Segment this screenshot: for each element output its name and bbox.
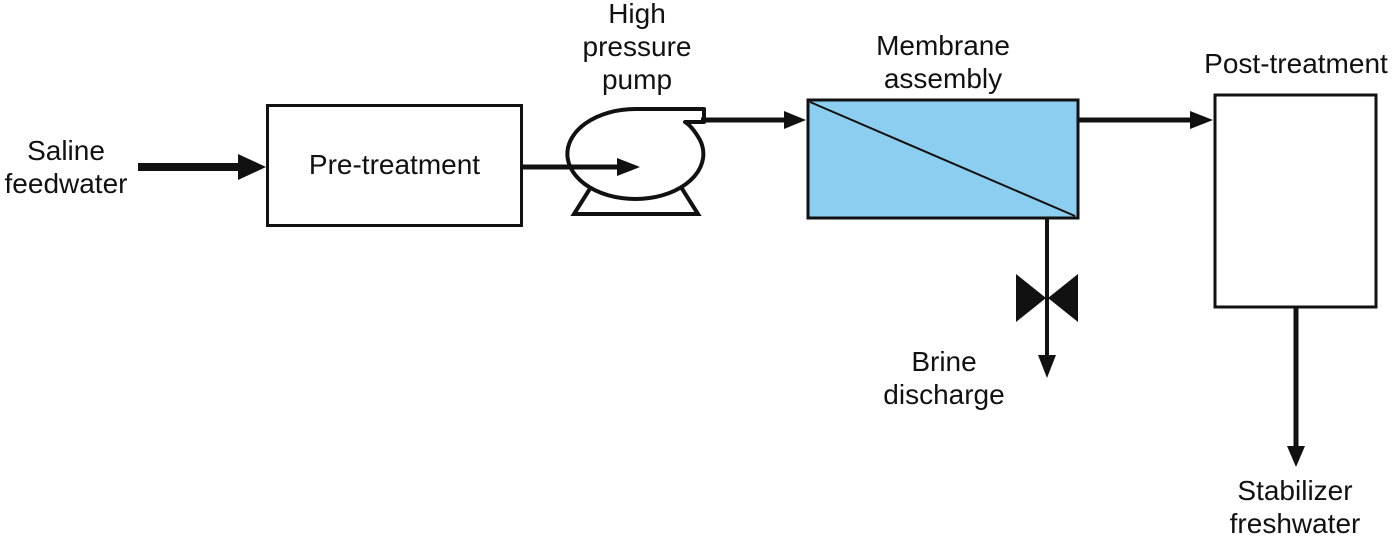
valve-icon — [1016, 274, 1078, 322]
pre-treatment-box — [266, 104, 523, 227]
feed-arrow — [138, 154, 266, 180]
pump-to-membrane-arrow — [701, 111, 806, 129]
pre-treatment-label: Pre-treatment — [308, 149, 481, 180]
saline-feedwater-label: Saline feedwater — [4, 135, 128, 199]
stabilizer-line — [1287, 307, 1305, 467]
pretreatment-to-pump-arrow — [523, 158, 640, 176]
stabilizer-arrowhead — [1287, 446, 1305, 467]
membrane-box — [806, 98, 1080, 220]
membrane-diagonal — [809, 101, 1076, 217]
post-treatment-box — [1213, 93, 1378, 309]
membrane-assembly-label: Membrane assembly — [876, 30, 1010, 94]
post-treatment-label: Post-treatment — [1204, 48, 1388, 79]
membrane-to-post-arrow — [1079, 111, 1213, 129]
brine-discharge-label: Brine discharge — [883, 346, 1005, 410]
brine-arrowhead — [1038, 355, 1056, 378]
stabilizer-freshwater-label: Stabilizer freshwater — [1229, 475, 1361, 539]
high-pressure-pump-label: High pressure pump — [582, 0, 692, 95]
pump-icon — [565, 106, 706, 216]
brine-line — [1016, 218, 1078, 378]
